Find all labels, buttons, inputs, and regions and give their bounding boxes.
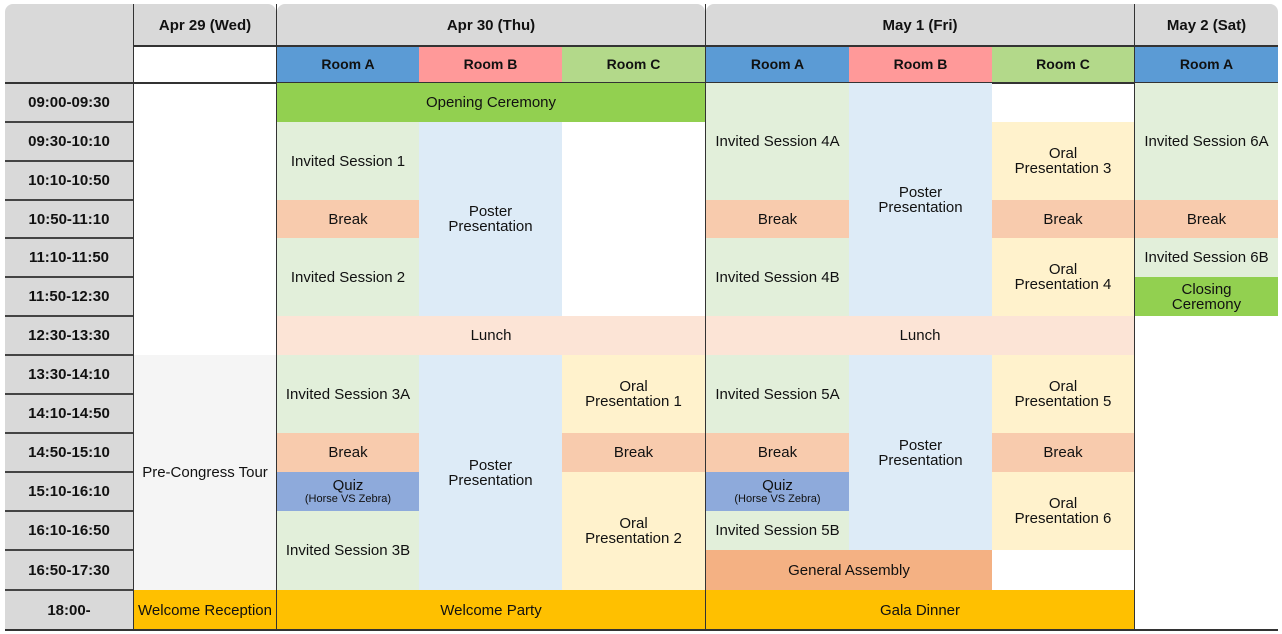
time-slot: 14:50-15:10 — [5, 434, 133, 473]
quiz: Quiz(Horse VS Zebra) — [706, 472, 849, 511]
oral-label: Presentation 1 — [585, 393, 682, 410]
divider — [133, 4, 134, 631]
room-c-thu: Room C — [562, 47, 705, 82]
poster-label: Presentation — [448, 471, 533, 489]
invited-session-6a: Invited Session 6A — [1135, 83, 1278, 200]
closing-label: Ceremony — [1171, 295, 1242, 313]
invited-session-1: Invited Session 1 — [277, 122, 419, 200]
poster-label: Poster — [468, 456, 513, 474]
welcome-party: Welcome Party — [277, 590, 705, 630]
poster-label: Poster — [898, 436, 943, 454]
lunch: Lunch — [277, 316, 705, 355]
break: Break — [992, 433, 1134, 472]
oral-label: Presentation 2 — [585, 530, 682, 547]
time-slot: 14:10-14:50 — [5, 395, 133, 434]
divider — [134, 45, 1278, 47]
oral-label: Oral — [1048, 495, 1078, 512]
quiz-title: Quiz — [762, 477, 793, 494]
time-slot: 13:30-14:10 — [5, 356, 133, 395]
oral-label: Oral — [619, 515, 648, 532]
quiz-subtitle: (Horse VS Zebra) — [734, 493, 821, 505]
oral-label: Oral — [1048, 378, 1078, 395]
break: Break — [1135, 200, 1278, 238]
oral-label: Presentation 4 — [1014, 276, 1112, 293]
invited-session-3a: Invited Session 3A — [277, 355, 419, 433]
gala-dinner: Gala Dinner — [706, 590, 1134, 630]
break: Break — [706, 433, 849, 472]
break: Break — [992, 200, 1134, 238]
time-slot: 15:10-16:10 — [5, 473, 133, 512]
oral-label: Presentation 6 — [1014, 510, 1112, 527]
divider — [705, 4, 706, 631]
time-slot: 11:50-12:30 — [5, 278, 133, 317]
quiz-title: Quiz — [332, 477, 364, 494]
poster-label: Presentation — [878, 451, 963, 469]
room-a-thu: Room A — [277, 47, 419, 82]
lunch: Lunch — [706, 316, 1134, 355]
room-c-fri: Room C — [992, 47, 1134, 82]
invited-session-5a: Invited Session 5A — [706, 355, 849, 433]
poster-label: Presentation — [878, 198, 963, 216]
poster-label: Poster — [468, 203, 513, 220]
break: Break — [706, 200, 849, 238]
pre-congress-tour: Pre-Congress Tour — [134, 355, 276, 590]
day-header-sat: May 2 (Sat) — [1135, 4, 1278, 46]
divider — [1134, 4, 1135, 631]
invited-session-6b: Invited Session 6B — [1135, 238, 1278, 277]
time-slot: 11:10-11:50 — [5, 239, 133, 278]
quiz: Quiz(Horse VS Zebra) — [277, 472, 419, 511]
divider — [276, 4, 277, 631]
time-slot: 16:50-17:30 — [5, 551, 133, 591]
time-slot: 16:10-16:50 — [5, 512, 133, 551]
oral-label: Oral — [1048, 261, 1078, 278]
time-slot: 09:00-09:30 — [5, 84, 133, 123]
room-a-fri: Room A — [706, 47, 849, 82]
day-header-wed: Apr 29 (Wed) — [134, 4, 276, 46]
general-assembly: General Assembly — [706, 550, 992, 590]
quiz-subtitle: (Horse VS Zebra) — [304, 493, 392, 505]
time-slot: 12:30-13:30 — [5, 317, 133, 356]
divider — [5, 629, 1278, 631]
closing-label: Closing — [1181, 280, 1232, 298]
time-slot: 10:10-10:50 — [5, 162, 133, 201]
oral-label: Oral — [1048, 145, 1078, 162]
welcome-reception: Welcome Reception — [134, 590, 276, 630]
room-b-thu: Room B — [419, 47, 562, 82]
time-slot: 09:30-10:10 — [5, 123, 133, 162]
break: Break — [277, 200, 419, 238]
oral-label: Presentation 5 — [1014, 393, 1112, 410]
invited-session-4a: Invited Session 4A — [706, 83, 849, 200]
poster-label: Presentation — [448, 218, 533, 235]
invited-session-2: Invited Session 2 — [277, 238, 419, 316]
time-slot: 10:50-11:10 — [5, 201, 133, 239]
invited-session-4b: Invited Session 4B — [706, 238, 849, 316]
header-corner — [5, 4, 133, 83]
poster-label: Poster — [898, 183, 943, 201]
invited-session-5b: Invited Session 5B — [706, 511, 849, 550]
oral-label: Presentation 3 — [1014, 160, 1112, 177]
room-b-fri: Room B — [849, 47, 992, 82]
break: Break — [562, 433, 705, 472]
day-header-fri: May 1 (Fri) — [706, 4, 1134, 46]
opening-ceremony: Opening Ceremony — [277, 83, 705, 122]
time-slot: 18:00- — [5, 591, 133, 631]
day-header-thu: Apr 30 (Thu) — [277, 4, 705, 46]
break: Break — [277, 433, 419, 472]
invited-session-3b: Invited Session 3B — [277, 511, 419, 590]
oral-label: Oral — [619, 378, 648, 395]
room-a-sat: Room A — [1135, 47, 1278, 82]
